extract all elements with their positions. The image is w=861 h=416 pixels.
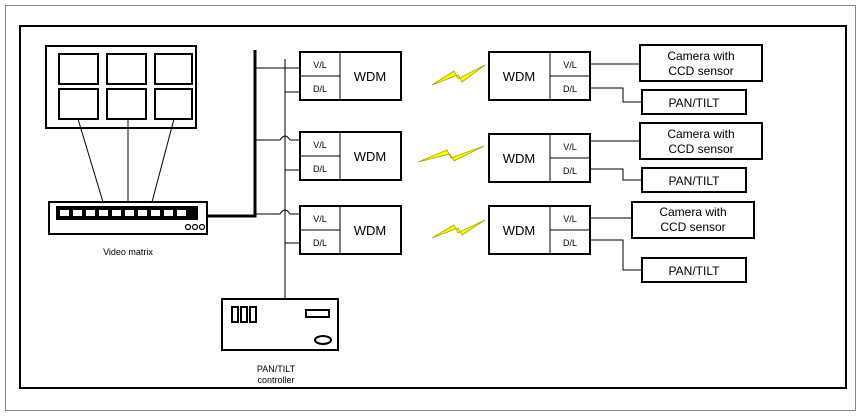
rx-dl-label: D/L	[563, 238, 577, 248]
tx-dl-label: D/L	[313, 84, 327, 94]
matrix-bus-link	[207, 50, 257, 218]
video-matrix-label: Video matrix	[103, 247, 153, 257]
pantilt-box	[641, 89, 747, 115]
wireless-link-icon	[431, 64, 486, 86]
video-matrix-device	[48, 201, 208, 235]
tx-dl-label: D/L	[313, 238, 327, 248]
tx-vl-label: V/L	[313, 140, 327, 150]
rx-vl-label: V/L	[563, 142, 577, 152]
camera-box	[639, 44, 763, 82]
wireless-link-icon	[431, 219, 486, 239]
tx-wdm-label: WDM	[354, 223, 387, 238]
tx-vl-label: V/L	[313, 60, 327, 70]
pantilt-label: PAN/TILT	[669, 96, 721, 110]
controller-label-line2: controller	[257, 375, 294, 385]
pantilt-label: PAN/TILT	[669, 174, 721, 188]
camera-label-line1: Camera with	[667, 127, 734, 141]
channel-1: V/L D/L WDM WDM V/L D/L Camera with CCD …	[299, 44, 763, 115]
camera-box	[631, 201, 755, 239]
camera-label-line2: CCD sensor	[660, 220, 725, 234]
pantilt-label: PAN/TILT	[669, 264, 721, 278]
rx-dl-label: D/L	[563, 84, 577, 94]
pantilt-controller-device	[221, 298, 339, 351]
tx-wdm-label: WDM	[354, 69, 387, 84]
rx-wdm-label: WDM	[503, 151, 536, 166]
camera-label-line1: Camera with	[667, 49, 734, 63]
camera-label-line2: CCD sensor	[668, 64, 733, 78]
camera-box	[639, 122, 763, 160]
control-bus	[255, 59, 300, 300]
tx-wdm-label: WDM	[354, 149, 387, 164]
camera-label-line1: Camera with	[659, 205, 726, 219]
rx-vl-label: V/L	[563, 60, 577, 70]
rx-wdm-label: WDM	[503, 69, 536, 84]
camera-label-line2: CCD sensor	[668, 142, 733, 156]
rx-wdm-label: WDM	[503, 223, 536, 238]
rx-vl-label: V/L	[563, 214, 577, 224]
channel-3: V/L D/L WDM WDM V/L D/L Camera with CCD …	[299, 201, 755, 283]
pantilt-box	[641, 167, 747, 193]
tx-dl-label: D/L	[313, 164, 327, 174]
channel-2: V/L D/L WDM WDM V/L D/L Camera with CCD …	[299, 122, 763, 193]
monitor-wall	[45, 45, 197, 203]
diagram-border	[19, 25, 847, 389]
outer-frame	[5, 5, 856, 411]
controller-label-line1: PAN/TILT	[257, 364, 296, 374]
pantilt-box	[641, 257, 747, 283]
tx-vl-label: V/L	[313, 214, 327, 224]
wireless-link-icon	[417, 145, 485, 163]
rx-dl-label: D/L	[563, 166, 577, 176]
